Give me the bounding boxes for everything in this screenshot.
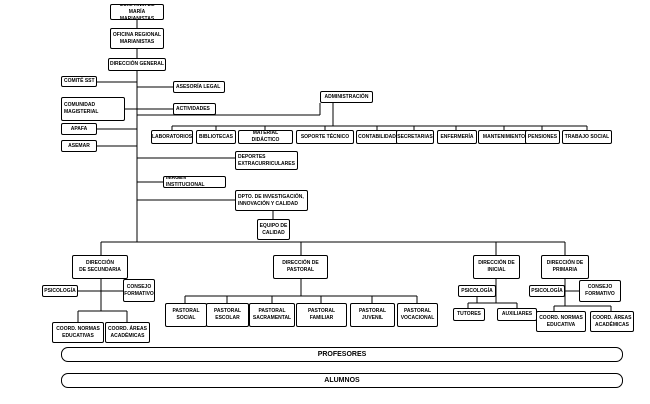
pastoral-sacramental-box: PASTORAL SACRAMENTAL <box>249 303 295 327</box>
coord-areas-secundaria-box: COORD. ÁREAS ACADÉMICAS <box>105 322 150 343</box>
pastoral-juvenil-box: PASTORAL JUVENIL <box>350 303 395 327</box>
direccion-secundaria-box: DIRECCIÓN DE SECUNDARIA <box>72 255 128 279</box>
comunidad-magisterial-box: COMUNIDAD MAGISTERIAL <box>61 97 125 121</box>
psicologia-primaria-box: PSICOLOGÍA <box>529 285 565 297</box>
imagen-institucional-box: IMAGEN INSTITUCIONAL <box>163 176 226 188</box>
admin-unit-secretarias: SECRETARIAS <box>396 130 434 144</box>
pastoral-social-box: PASTORAL SOCIAL <box>165 303 207 327</box>
comite-sst-box: COMITÉ SST <box>61 76 97 87</box>
actividades-box: ACTIVIDADES <box>173 103 216 115</box>
admin-unit-bibliotecas: BIBLIOTECAS <box>196 130 236 144</box>
auxiliares-box: AUXILIARES <box>497 308 537 321</box>
admin-unit-mantenimiento: MANTENIMIENTO <box>478 130 530 144</box>
pastoral-escolar-box: PASTORAL ESCOLAR <box>206 303 249 327</box>
direccion-general-box: DIRECCIÓN GENERAL <box>108 58 166 71</box>
admin-unit-material-didactico: MATERIAL DIDÁCTICO <box>238 130 293 144</box>
coord-normas-secundaria-box: COORD. NORMAS EDUCATIVAS <box>52 322 104 343</box>
deportes-box: DEPORTES EXTRACURRICULARES <box>235 151 298 170</box>
pastoral-familiar-box: PASTORAL FAMILIAR <box>296 303 347 327</box>
psicologia-inicial-box: PSICOLOGÍA <box>458 285 496 297</box>
investigacion-box: DPTO. DE INVESTIGACIÓN, INNOVACIÓN Y CAL… <box>235 190 308 211</box>
direccion-pastoral-box: DIRECCIÓN DE PASTORAL <box>273 255 328 279</box>
asemar-box: ASEMAR <box>61 140 97 152</box>
tutores-box: TUTORES <box>453 308 485 321</box>
apafa-box: APAFA <box>61 123 97 135</box>
admin-unit-laboratorios: LABORATORIOS <box>151 130 193 144</box>
admin-unit-pensiones: PENSIONES <box>525 130 560 144</box>
oficina-regional-box: OFICINA REGIONAL MARIANISTAS <box>110 28 164 49</box>
admin-unit-contabilidad: CONTABILIDAD <box>356 130 398 144</box>
profesores-bar: PROFESORES <box>61 347 623 362</box>
alumnos-bar: ALUMNOS <box>61 373 623 388</box>
asesoria-legal-box: ASESORÍA LEGAL <box>173 81 225 93</box>
equipo-calidad-box: EQUIPO DE CALIDAD <box>257 219 290 240</box>
admin-unit-enfermeria: ENFERMERÍA <box>437 130 477 144</box>
administracion-box: ADMINISTRACIÓN <box>320 91 373 103</box>
consejo-formativo-secundaria-box: CONSEJO FORMATIVO <box>123 279 155 302</box>
consejo-formativo-primaria-box: CONSEJO FORMATIVO <box>579 280 621 302</box>
coord-normas-primaria-box: COORD. NORMAS EDUCATIVA <box>536 311 586 332</box>
direccion-primaria-box: DIRECCIÓN DE PRIMARIA <box>541 255 589 279</box>
psicologia-secundaria-box: PSICOLOGÍA <box>42 285 78 297</box>
admin-unit-trabajo-social: TRABAJO SOCIAL <box>562 130 612 144</box>
pastoral-vocacional-box: PASTORAL VOCACIONAL <box>397 303 438 327</box>
admin-unit-soporte-tecnico: SOPORTE TÉCNICO <box>296 130 354 144</box>
direccion-inicial-box: DIRECCIÓN DE INICIAL <box>473 255 520 279</box>
compania-maria-box: COMPAÑÍA DE MARÍA MARIANISTAS <box>110 4 164 20</box>
coord-areas-primaria-box: COORD. ÁREAS ACADÉMICAS <box>590 311 634 332</box>
